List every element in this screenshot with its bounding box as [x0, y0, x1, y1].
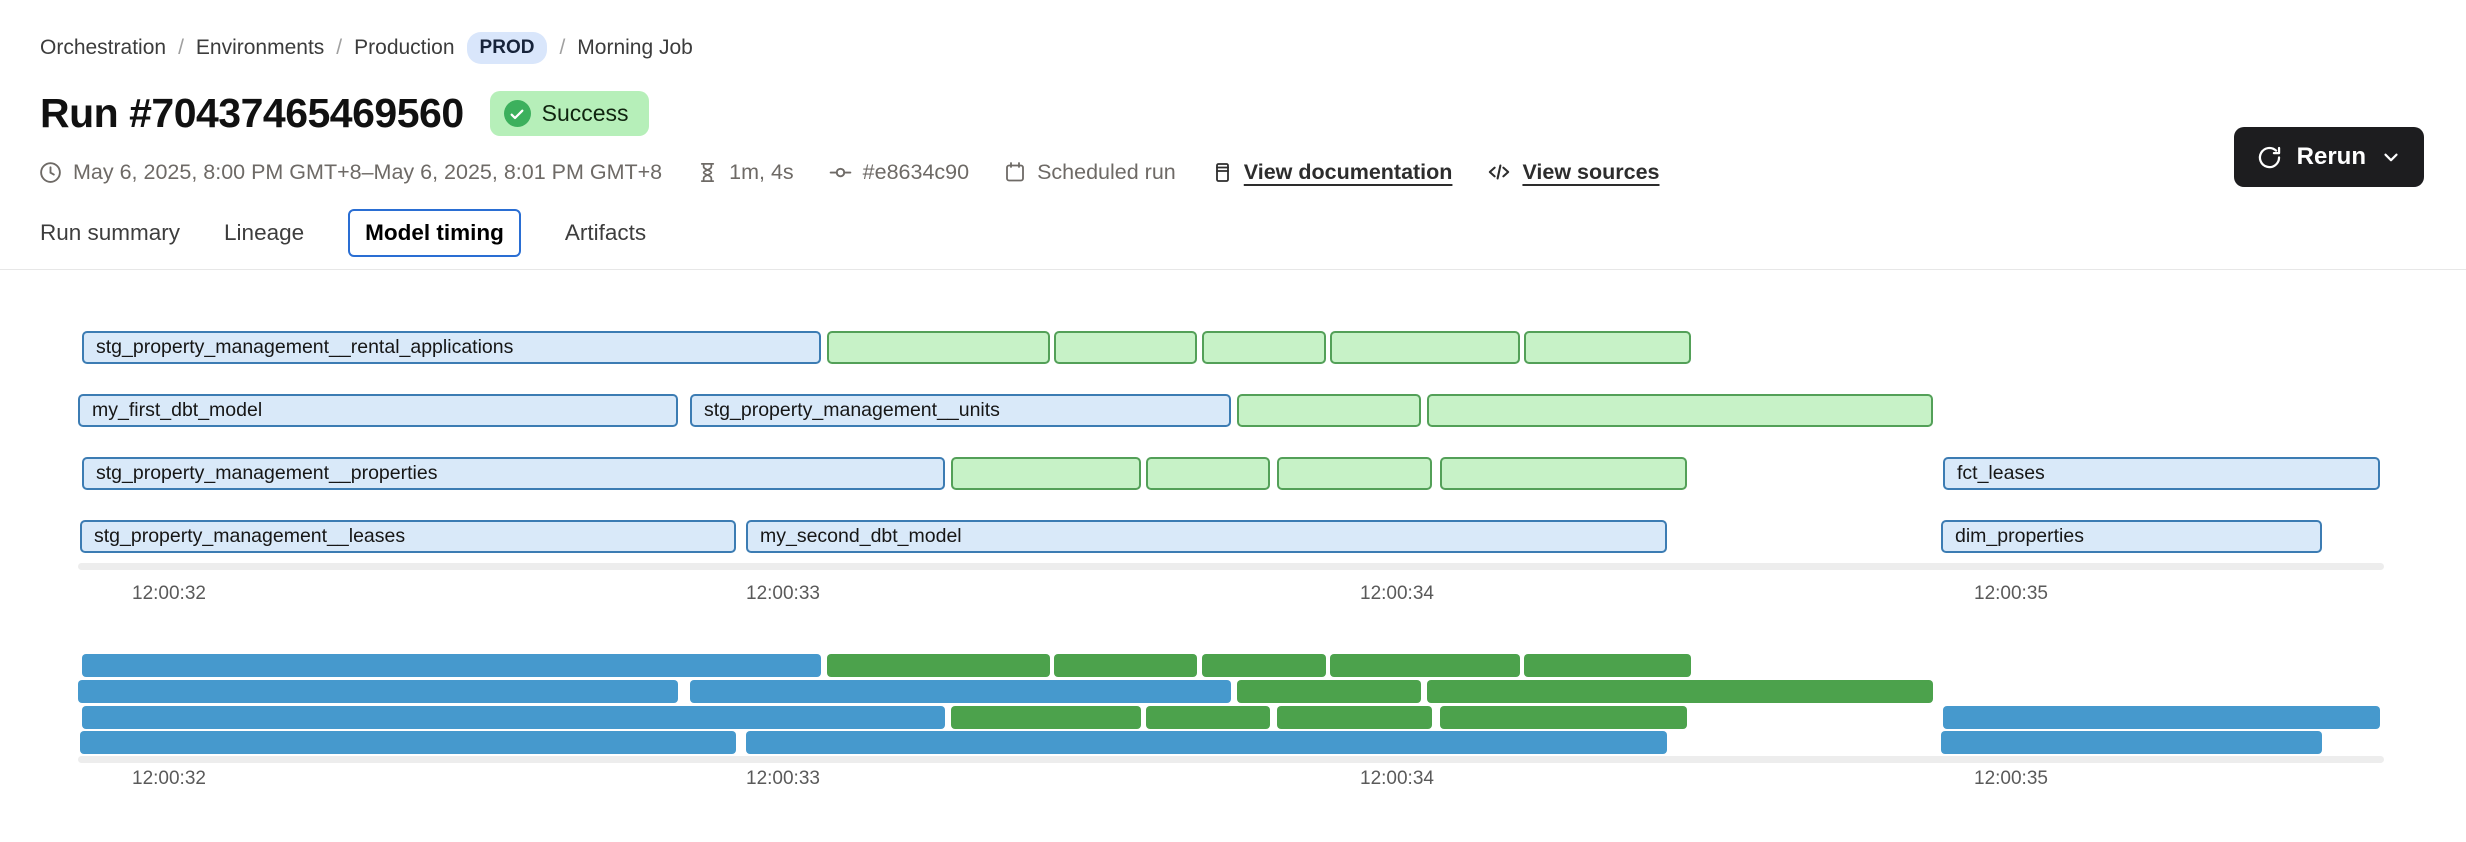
model-bar-unlabeled[interactable] — [1427, 394, 1933, 427]
minimap-bar — [951, 706, 1141, 729]
page-title: Run #70437465469560 — [40, 90, 464, 136]
run-timerange: May 6, 2025, 8:00 PM GMT+8–May 6, 2025, … — [38, 160, 662, 185]
view-sources-label: View sources — [1522, 159, 1660, 184]
minimap-bar — [827, 654, 1050, 677]
tabs-divider — [0, 269, 2466, 270]
run-commit: #e8634c90 — [828, 160, 969, 185]
minimap-bar — [746, 731, 1667, 754]
minimap-bar — [82, 654, 821, 677]
breadcrumb-production[interactable]: Production — [354, 36, 455, 59]
model-bar-unlabeled[interactable] — [1440, 457, 1687, 490]
commit-icon — [828, 160, 853, 185]
tab-model-timing[interactable]: Model timing — [348, 209, 521, 257]
x-axis-tick-label: 12:00:32 — [132, 583, 206, 604]
model-bar-unlabeled[interactable] — [1330, 331, 1520, 364]
success-check-icon — [503, 100, 531, 127]
breadcrumb-separator: / — [336, 36, 343, 59]
rerun-button[interactable]: Rerun — [2233, 127, 2424, 187]
breadcrumb-morning-job[interactable]: Morning Job — [577, 36, 693, 59]
model-bar-unlabeled[interactable] — [1237, 394, 1421, 427]
breadcrumb-orchestration[interactable]: Orchestration — [40, 36, 167, 59]
minimap-bar — [1440, 706, 1687, 729]
status-badge: Success — [489, 91, 649, 136]
tab-lineage[interactable]: Lineage — [224, 220, 305, 245]
breadcrumb: Orchestration / Environments / Productio… — [0, 0, 2466, 64]
minimap-bar — [1277, 706, 1432, 729]
minimap-x-axis-tick-label: 12:00:32 — [132, 768, 206, 789]
minimap-bar — [1427, 680, 1933, 703]
run-trigger: Scheduled run — [1003, 160, 1176, 185]
run-trigger-text: Scheduled run — [1037, 159, 1176, 184]
status-label: Success — [541, 100, 629, 126]
model-bar-unlabeled[interactable] — [1202, 331, 1326, 364]
breadcrumb-separator: / — [559, 36, 566, 59]
code-icon — [1486, 159, 1512, 185]
minimap-brush-track[interactable] — [78, 756, 2384, 763]
run-tabs: Run summary Lineage Model timing Artifac… — [0, 185, 2466, 257]
x-axis-tick-label: 12:00:33 — [746, 583, 820, 604]
minimap-bar — [82, 706, 945, 729]
minimap-bar — [1524, 654, 1691, 677]
run-timerange-text: May 6, 2025, 8:00 PM GMT+8–May 6, 2025, … — [73, 159, 663, 184]
x-axis-tick-label: 12:00:34 — [1360, 583, 1434, 604]
model-bar-unlabeled[interactable] — [1146, 457, 1270, 490]
run-header: Run #70437465469560 Success — [0, 64, 2466, 137]
documentation-icon — [1210, 160, 1234, 184]
run-commit-text: #e8634c90 — [862, 159, 970, 184]
view-sources-link[interactable]: View sources — [1486, 159, 1659, 185]
minimap-bar — [1237, 680, 1421, 703]
minimap-bar — [1941, 731, 2322, 754]
model-bar[interactable]: fct_leases — [1943, 457, 2380, 490]
minimap-x-axis-tick-label: 12:00:34 — [1360, 768, 1434, 789]
minimap-bar — [1330, 654, 1520, 677]
view-documentation-label: View documentation — [1243, 159, 1453, 184]
minimap-bar — [78, 680, 678, 703]
gantt-scroll-track — [78, 563, 2384, 570]
minimap-x-axis-tick-label: 12:00:35 — [1974, 768, 2048, 789]
breadcrumb-separator: / — [178, 36, 184, 59]
minimap-bar — [80, 731, 736, 754]
minimap-x-axis-tick-label: 12:00:33 — [746, 768, 820, 789]
minimap-bar — [1943, 706, 2380, 729]
x-axis-tick-label: 12:00:35 — [1974, 583, 2048, 604]
view-documentation-link[interactable]: View documentation — [1210, 159, 1453, 185]
hourglass-icon — [696, 161, 719, 184]
model-bar[interactable]: my_first_dbt_model — [78, 394, 678, 427]
model-bar[interactable]: stg_property_management__properties — [82, 457, 945, 490]
tab-run-summary[interactable]: Run summary — [40, 220, 181, 245]
environment-badge: PROD — [466, 32, 548, 64]
tab-artifacts[interactable]: Artifacts — [564, 220, 647, 245]
model-bar[interactable]: dim_properties — [1941, 520, 2322, 553]
breadcrumb-environments[interactable]: Environments — [195, 36, 325, 59]
rerun-label: Rerun — [2296, 143, 2366, 170]
model-bar-unlabeled[interactable] — [1054, 331, 1197, 364]
model-bar-unlabeled[interactable] — [827, 331, 1050, 364]
run-duration-text: 1m, 4s — [729, 159, 794, 184]
model-bar[interactable]: stg_property_management__rental_applicat… — [82, 331, 821, 364]
model-bar[interactable]: stg_property_management__units — [690, 394, 1231, 427]
calendar-icon — [1003, 160, 1027, 184]
minimap-bar — [1054, 654, 1197, 677]
model-bar-unlabeled[interactable] — [1277, 457, 1432, 490]
minimap-bar — [1146, 706, 1270, 729]
model-bar[interactable]: stg_property_management__leases — [80, 520, 736, 553]
run-meta-row: May 6, 2025, 8:00 PM GMT+8–May 6, 2025, … — [0, 137, 2466, 185]
run-duration: 1m, 4s — [696, 160, 794, 185]
model-bar-unlabeled[interactable] — [1524, 331, 1691, 364]
model-bar[interactable]: my_second_dbt_model — [746, 520, 1667, 553]
minimap-bar — [690, 680, 1231, 703]
chevron-down-icon — [2380, 146, 2402, 168]
model-bar-unlabeled[interactable] — [951, 457, 1141, 490]
minimap-bar — [1202, 654, 1326, 677]
refresh-icon — [2256, 144, 2283, 171]
clock-icon — [38, 160, 63, 185]
